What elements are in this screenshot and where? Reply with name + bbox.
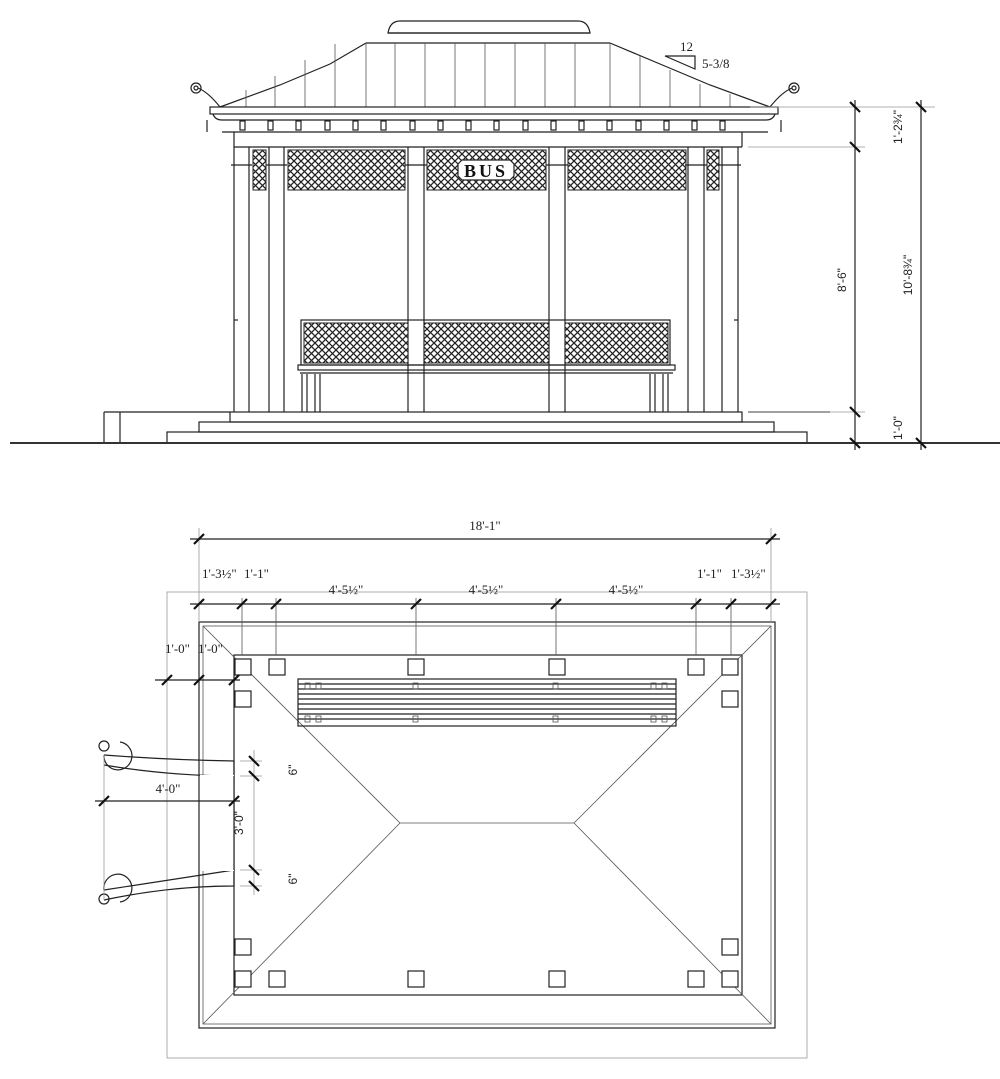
front-elevation: 12 5-3/8 [10, 20, 1000, 450]
bench [297, 319, 676, 412]
dim-total-height: 10'-8¾" [901, 255, 915, 296]
upper-lattice: BUS [252, 149, 720, 191]
roof [190, 42, 800, 108]
scroll-brackets [98, 740, 235, 905]
base-steps [103, 411, 830, 444]
dim-bay-1: 4'-5½" [329, 582, 364, 597]
dim-column-height: 8'-6" [835, 268, 849, 292]
roof-cap [366, 20, 610, 44]
roof-hip-lines [202, 625, 772, 1025]
dim-left-outer: 1'-3½" [202, 566, 237, 581]
dim-side-offset-2: 1'-0" [198, 641, 223, 656]
platform-outline [233, 654, 743, 996]
dim-bay-2: 4'-5½" [469, 582, 504, 597]
dim-scroll-length: 4'-0" [156, 781, 181, 796]
bus-sign [457, 159, 515, 181]
plan-dimensions: 18'-1" 1'-3½" 1'-1" 4'-5½" 4'-5½" [95, 518, 780, 895]
slope-run: 12 [680, 39, 693, 54]
dim-scroll-gap: 3'-0" [232, 811, 246, 835]
dim-scroll-width-top: 6" [286, 765, 300, 776]
dim-right-outer: 1'-3½" [731, 566, 766, 581]
floor-plan: 18'-1" 1'-3½" 1'-1" 4'-5½" 4'-5½" [95, 518, 808, 1059]
dim-bay-3: 4'-5½" [609, 582, 644, 597]
dim-right-inner: 1'-1" [697, 566, 722, 581]
bus-sign-text: BUS [464, 161, 508, 181]
roof-slope-indicator: 12 5-3/8 [664, 39, 729, 71]
columns [231, 147, 741, 412]
roof-outline [198, 621, 776, 1029]
slope-rise: 5-3/8 [702, 56, 729, 71]
elevation-dimensions: 1'-2¾" 8'-6" 10'-8¾" 1'-0" [748, 100, 935, 450]
dim-scroll-width-bottom: 6" [286, 874, 300, 885]
base-slab-outline [166, 591, 808, 1059]
column-posts [234, 658, 739, 988]
dim-left-inner: 1'-1" [244, 566, 269, 581]
dim-roof-fascia: 1'-2¾" [891, 110, 905, 144]
fascia [206, 106, 782, 148]
dim-side-offset-1: 1'-0" [165, 641, 190, 656]
dim-overall-width: 18'-1" [469, 518, 500, 533]
dim-base-height: 1'-0" [891, 416, 905, 440]
bench-plan [297, 678, 677, 727]
